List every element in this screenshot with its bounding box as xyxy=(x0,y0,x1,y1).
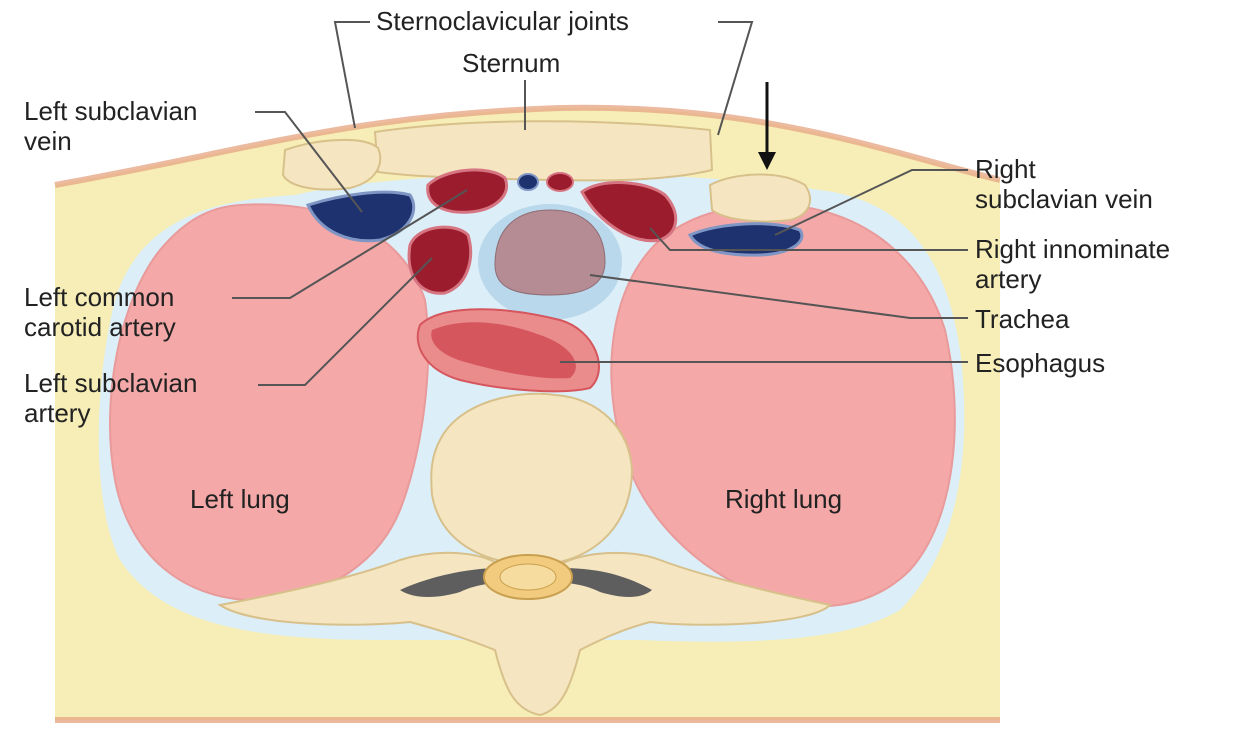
right-clavicle-head xyxy=(710,174,810,221)
label-left-subclavian-artery: Left subclavian artery xyxy=(24,368,197,428)
left-clavicle-head xyxy=(283,140,380,190)
label-right-innominate-artery: Right innominate artery xyxy=(975,234,1170,294)
trachea-lumen xyxy=(495,210,605,295)
spinal-cord-center xyxy=(500,564,556,590)
sternum-bone xyxy=(375,121,712,180)
small-vein xyxy=(518,174,538,190)
label-left-subclavian-vein: Left subclavian vein xyxy=(24,96,197,156)
label-left-lung: Left lung xyxy=(190,484,290,514)
label-sternoclavicular-joints: Sternoclavicular joints xyxy=(376,6,629,36)
label-right-subclavian-vein: Right subclavian vein xyxy=(975,154,1153,214)
vertebral-body xyxy=(431,394,632,565)
label-esophagus: Esophagus xyxy=(975,348,1105,378)
label-right-lung: Right lung xyxy=(725,484,842,514)
left-subclavian-artery xyxy=(409,227,471,293)
small-artery xyxy=(547,173,573,191)
label-left-common-carotid-artery: Left common carotid artery xyxy=(24,282,176,342)
label-trachea: Trachea xyxy=(975,304,1069,334)
label-sternum: Sternum xyxy=(462,48,560,78)
